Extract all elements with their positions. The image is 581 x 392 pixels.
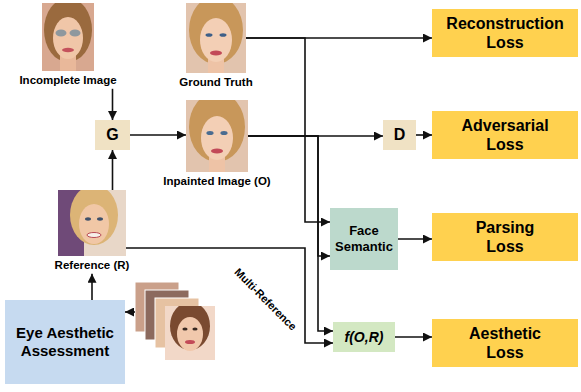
photo-caption: Reference (R) bbox=[55, 259, 130, 273]
output-photo: Inpainted Image (O) bbox=[163, 100, 270, 189]
ground-truth-face bbox=[186, 3, 246, 73]
reference-stack: Multi-Reference bbox=[135, 282, 215, 360]
eye bbox=[206, 33, 213, 37]
loss-box: Adversarial Loss bbox=[432, 111, 578, 159]
box-label: Eye Aesthetic Assessment bbox=[9, 324, 121, 360]
incomplete-face bbox=[42, 3, 94, 71]
ground-truth-photo: Ground Truth bbox=[179, 3, 252, 90]
eye-hole bbox=[70, 30, 81, 37]
photo-frame bbox=[135, 282, 215, 360]
loss-box: Aesthetic Loss bbox=[432, 319, 578, 367]
flow-arrow bbox=[126, 248, 333, 343]
face bbox=[177, 317, 203, 351]
photo-frame bbox=[186, 100, 248, 172]
flow-arrow bbox=[112, 150, 114, 190]
stack-top-face bbox=[165, 306, 215, 360]
connectors bbox=[92, 38, 432, 343]
loss-box: Reconstruction Loss bbox=[432, 9, 578, 57]
hair bbox=[70, 190, 118, 245]
flow-arrow bbox=[395, 336, 432, 338]
eye bbox=[220, 33, 227, 37]
photo-frame bbox=[186, 3, 246, 73]
flow-arrow bbox=[112, 89, 114, 120]
loss-box: Parsing Loss bbox=[432, 213, 578, 261]
hair bbox=[44, 3, 92, 62]
function-box: f(O,R) bbox=[333, 322, 395, 352]
eye bbox=[192, 328, 197, 331]
eye bbox=[97, 217, 103, 220]
photo-stack bbox=[135, 282, 215, 360]
photo-caption: Inpainted Image (O) bbox=[163, 175, 270, 189]
hair bbox=[189, 100, 245, 162]
face bbox=[201, 116, 233, 160]
box-label: D bbox=[394, 125, 406, 144]
flow-arrow bbox=[398, 238, 432, 240]
eye-hole bbox=[56, 30, 67, 37]
mouth bbox=[87, 233, 101, 238]
generator-box: G bbox=[95, 120, 130, 150]
box-label: Reconstruction Loss bbox=[446, 14, 563, 52]
hair bbox=[189, 3, 243, 64]
photo-caption: Ground Truth bbox=[179, 76, 252, 90]
eye bbox=[85, 217, 91, 220]
photo-frame bbox=[42, 3, 94, 71]
face bbox=[200, 18, 232, 62]
face bbox=[79, 204, 109, 244]
inpainted-face bbox=[186, 100, 248, 172]
box-label: Parsing Loss bbox=[476, 218, 535, 256]
eye bbox=[220, 131, 227, 135]
photo-frame bbox=[58, 190, 126, 256]
mouth bbox=[211, 149, 223, 154]
stack-label: Multi-Reference bbox=[231, 266, 299, 334]
photo-caption: Incomplete Image bbox=[19, 74, 116, 88]
parser-box: Face Semantic bbox=[330, 208, 398, 270]
eye bbox=[182, 328, 187, 331]
box-label: f(O,R) bbox=[345, 329, 384, 346]
eye bbox=[206, 131, 213, 135]
reference-photo: Reference (R) bbox=[55, 190, 130, 273]
flow-arrow bbox=[91, 274, 93, 300]
assessment-box: Eye Aesthetic Assessment bbox=[5, 300, 125, 384]
box-label: Aesthetic Loss bbox=[469, 324, 541, 362]
mouth bbox=[210, 51, 222, 56]
box-label: Face Semantic bbox=[334, 223, 394, 254]
flow-arrow bbox=[125, 311, 135, 313]
mouth bbox=[62, 48, 74, 52]
hair bbox=[170, 306, 210, 350]
input-photo: Incomplete Image bbox=[19, 3, 116, 88]
flow-arrow bbox=[130, 134, 186, 136]
discriminator-box: D bbox=[383, 120, 416, 150]
box-label: Adversarial Loss bbox=[461, 116, 548, 154]
flow-arrow bbox=[416, 134, 432, 136]
face bbox=[53, 17, 83, 59]
reference-face bbox=[58, 190, 126, 256]
box-label: G bbox=[106, 125, 118, 144]
mouth bbox=[185, 340, 195, 344]
